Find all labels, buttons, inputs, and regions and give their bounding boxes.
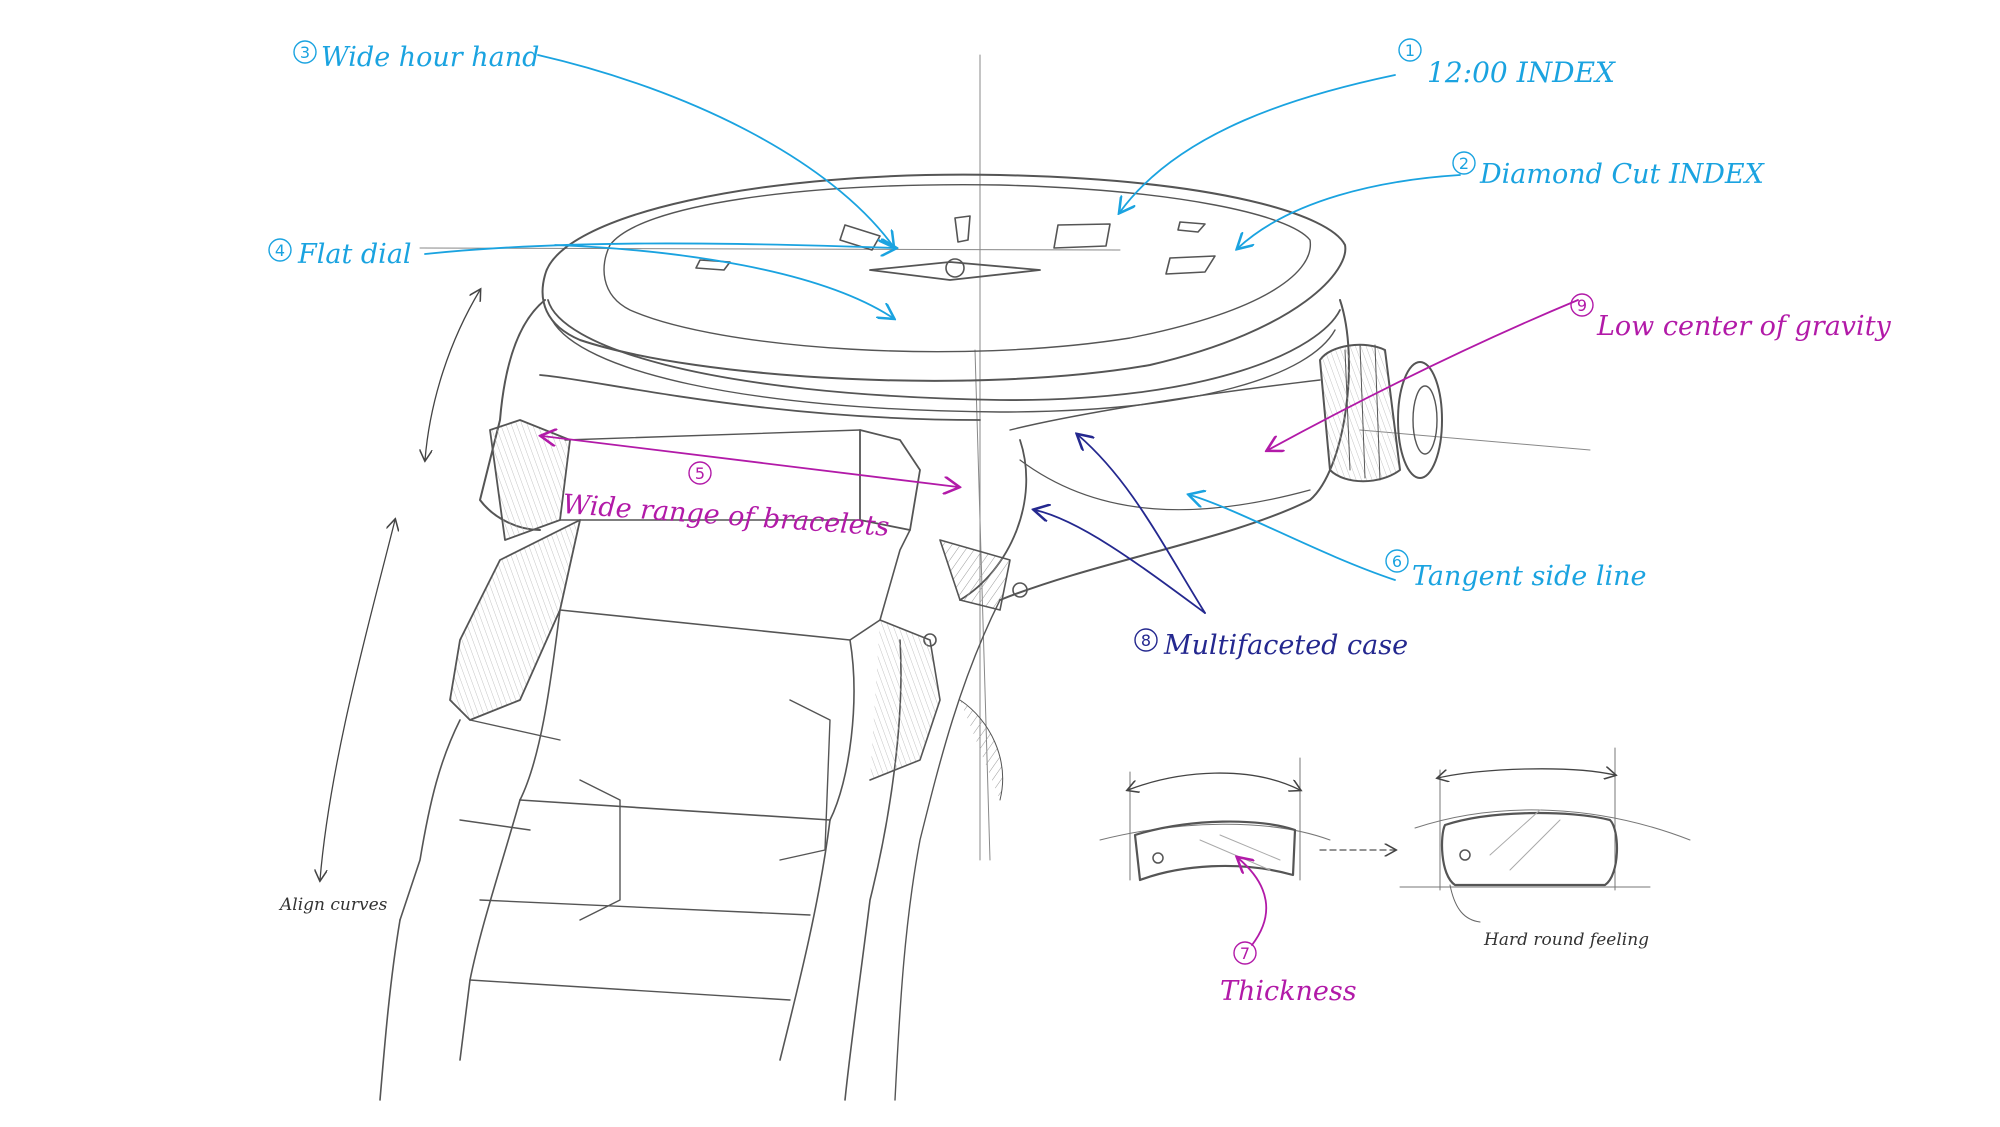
circle-1: [1398, 38, 1422, 62]
number-circles: [268, 38, 1594, 965]
annotation-texts: 12:00 INDEX Diamond Cut INDEX Wide hour …: [278, 42, 1892, 1007]
circle-8: [1134, 628, 1158, 652]
cross-section-before: [1099, 757, 1331, 882]
label-low-center-of-gravity: Low center of gravity: [1596, 311, 1892, 342]
leader-flat-dial-bottom: [554, 244, 893, 318]
circle-9: [1570, 293, 1594, 317]
dial-indices: [695, 215, 1216, 281]
leader-flat-dial-top: [424, 243, 895, 254]
note-align-curves: Align curves: [278, 895, 388, 915]
num-3: 3: [300, 43, 310, 62]
label-diamond-cut-index: Diamond Cut INDEX: [1479, 159, 1766, 190]
label-multifaceted-case: Multifaceted case: [1163, 630, 1408, 661]
num-4: 4: [275, 241, 285, 260]
circle-3: [293, 40, 317, 64]
circle-6: [1385, 549, 1409, 573]
leader-low-center: [1268, 299, 1579, 450]
watch-crown: [1319, 343, 1443, 483]
leader-thickness: [1238, 858, 1268, 946]
circle-5: [688, 461, 712, 485]
cross-section-after: [1399, 747, 1691, 923]
label-12-index: 12:00 INDEX: [1427, 56, 1616, 89]
label-tangent-side-line: Tangent side line: [1412, 561, 1646, 592]
leader-tangent-side-line: [1190, 495, 1396, 581]
bracelet-range-arrow: [542, 436, 958, 487]
label-flat-dial: Flat dial: [297, 239, 412, 270]
num-9: 9: [1577, 296, 1587, 315]
align-curves-arrows: [320, 290, 480, 880]
num-8: 8: [1141, 631, 1151, 650]
annotation-leaders-blue: [424, 54, 1461, 581]
leader-diamond-cut-index: [1238, 174, 1461, 248]
label-thickness: Thickness: [1220, 976, 1357, 1007]
number-labels: 1 2 3 4 5 6 7 8 9: [275, 41, 1587, 963]
annotation-leaders-navy: [1035, 435, 1206, 614]
num-2: 2: [1459, 154, 1469, 173]
leader-multifaceted-b: [1035, 510, 1206, 614]
num-5: 5: [695, 464, 705, 483]
circle-2: [1452, 151, 1476, 175]
label-wide-range-of-bracelets: Wide range of bracelets: [562, 489, 891, 543]
leader-12-index: [1120, 74, 1396, 212]
leader-multifaceted-a: [1078, 435, 1206, 614]
watch-case: [479, 299, 1350, 647]
num-6: 6: [1392, 552, 1402, 571]
note-hard-round-feeling: Hard round feeling: [1483, 930, 1649, 950]
leader-wide-hour-hand: [537, 54, 893, 246]
label-wide-hour-hand: Wide hour hand: [321, 42, 539, 73]
circle-7: [1233, 941, 1257, 965]
num-7: 7: [1240, 944, 1250, 963]
circle-4: [268, 238, 292, 262]
annotation-leaders-magenta: [542, 299, 1579, 946]
watch-bezel: [541, 173, 1347, 413]
num-1: 1: [1405, 41, 1415, 60]
